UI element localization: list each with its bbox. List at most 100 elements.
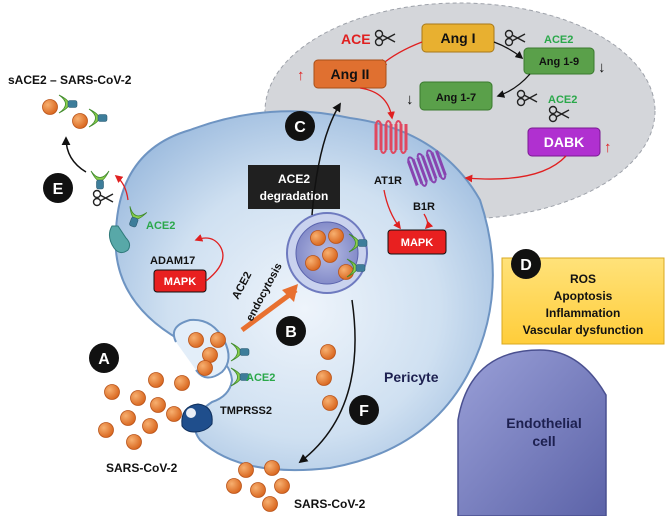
soluble-ace2 [58, 94, 78, 114]
degradation-arrow [311, 102, 341, 216]
virus-particle [310, 230, 326, 246]
ace2-degradation-label-line2: degradation [260, 189, 329, 203]
virus-particle [338, 264, 354, 280]
endothelial-cell-label-line2: cell [532, 433, 555, 449]
dabk-label: DABK [544, 134, 584, 150]
ang19-down-arrow: ↓ [598, 59, 606, 76]
virus-particle [320, 344, 336, 360]
ace2-membrane-label: ACE2 [146, 220, 175, 232]
virus-particle [322, 395, 338, 411]
ace2-top-label: ACE2 [544, 34, 573, 46]
step-c-badge [285, 111, 315, 141]
sars-cov2-label-bottom: SARS-CoV-2 [294, 497, 366, 511]
ace-label: ACE [341, 31, 371, 47]
sars-cov2-label-left: SARS-CoV-2 [106, 461, 178, 475]
ang17-down-arrow: ↓ [406, 91, 414, 108]
ang17-label: Ang 1-7 [436, 92, 476, 104]
virus-particle [188, 332, 204, 348]
virus-particle [42, 99, 58, 115]
mapk-left-label: MAPK [164, 276, 196, 288]
endocytosis-arrow [240, 287, 298, 333]
mapk-right-label: MAPK [401, 237, 433, 249]
ang1-box [421, 23, 495, 53]
virus-particle [126, 434, 142, 450]
step-b-label: B [285, 324, 297, 341]
virus-particle [250, 482, 266, 498]
mapk-to-adam17-arrow [194, 234, 224, 282]
effect-apoptosis: Apoptosis [554, 289, 613, 303]
virus-particle [150, 397, 166, 413]
virus-particle [166, 406, 182, 422]
virus-particle [264, 460, 280, 476]
virus-particle [316, 370, 332, 386]
shed-ace2 [90, 170, 110, 190]
dabk-to-b1r-arrow [464, 155, 567, 183]
endothelial-cell [457, 349, 607, 517]
shedding-arrow [114, 175, 129, 201]
mapk-right-box [387, 229, 447, 255]
at1r-label: AT1R [374, 175, 402, 187]
at1r-to-mapk-arrow [383, 189, 401, 230]
effect-ros: ROS [570, 272, 596, 286]
virus-particle [148, 372, 164, 388]
step-d-label: D [520, 257, 532, 274]
scissors-icon [92, 189, 114, 207]
tmprss2-label: TMPRSS2 [220, 405, 272, 417]
endothelial-cell-label-line1: Endothelial [506, 415, 581, 431]
ace2-degradation-box [248, 165, 340, 209]
virus-particle [226, 478, 242, 494]
step-c-label: C [294, 119, 306, 136]
at1r-receptor [374, 120, 408, 154]
virus-particle [104, 384, 120, 400]
step-e-badge [43, 173, 73, 203]
endocytosis-arrowhead [282, 284, 298, 302]
b1r-receptor [406, 149, 447, 187]
virus-particle [174, 375, 190, 391]
virus-particle [72, 113, 88, 129]
virus-particle [274, 478, 290, 494]
ace2-degradation-label-line1: ACE2 [278, 172, 310, 186]
adam17-label: ADAM17 [150, 255, 195, 267]
sace2-complex-label: sACE2 – SARS-CoV-2 [8, 73, 132, 87]
ang1-label: Ang I [441, 30, 476, 46]
step-e-label: E [53, 181, 64, 198]
virus-particle [328, 228, 344, 244]
pericyte-cell [114, 110, 494, 471]
virus-particle [238, 462, 254, 478]
ace2-lower-label: ACE2 [246, 372, 275, 384]
ang19-label: Ang 1-9 [539, 56, 579, 68]
dabk-box [527, 127, 601, 157]
ace2-mid-label: ACE2 [548, 94, 577, 106]
b1r-label: B1R [413, 201, 435, 213]
ang2-up-arrow: ↑ [297, 67, 305, 84]
tmprss2-cleft [186, 408, 196, 418]
effect-vascular-dysfunction: Vascular dysfunction [523, 323, 644, 337]
ang2-to-at1r-arrow [359, 87, 395, 120]
step-a-label: A [98, 351, 110, 368]
virus-particle [98, 422, 114, 438]
step-b-badge [276, 316, 306, 346]
ang2-label: Ang II [331, 66, 370, 82]
dabk-up-arrow: ↑ [604, 139, 612, 156]
virus-particle [130, 390, 146, 406]
virus-particle [210, 332, 226, 348]
virus-particle [262, 496, 278, 512]
tmprss2-protease [181, 403, 213, 433]
viral-release-arrow [298, 299, 356, 464]
step-d-badge [511, 249, 541, 279]
ang2-box [313, 59, 387, 89]
virus-particle [322, 247, 338, 263]
step-f-label: F [359, 403, 369, 420]
pericyte-label: Pericyte [384, 369, 439, 385]
soluble-ace2 [88, 108, 108, 128]
virus-particle [120, 410, 136, 426]
ang19-box [523, 47, 595, 75]
step-a-badge [89, 343, 119, 373]
sace2-binding-arrow [61, 136, 87, 173]
virus-particle [305, 255, 321, 271]
virus-particle [197, 360, 213, 376]
ang19-to-ang17-arrow [496, 73, 531, 98]
step-f-badge [349, 395, 379, 425]
